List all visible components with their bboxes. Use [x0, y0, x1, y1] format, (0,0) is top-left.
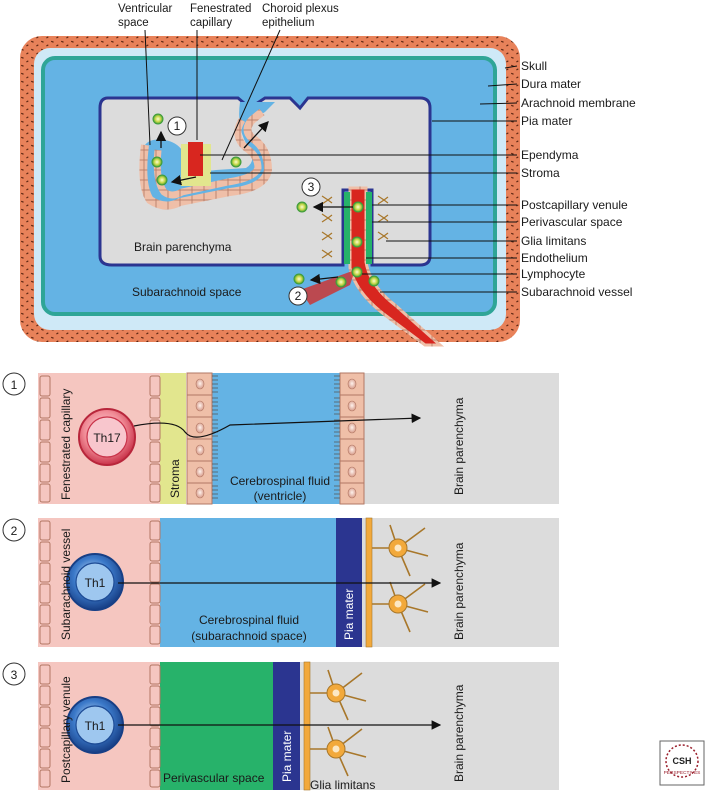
label-glia-limitans: Glia limitans — [521, 234, 586, 248]
label-ependyma: Ependyma — [521, 148, 579, 162]
panel-1-epithelium-right — [339, 372, 365, 505]
panel-1-stroma-label: Stroma — [168, 459, 182, 498]
panel-3-th1-core — [75, 705, 115, 745]
label-subarachnoid-vessel: Subarachnoid vessel — [521, 285, 632, 299]
label-choroid-line2: epithelium — [262, 17, 314, 29]
label-pia-mater: Pia mater — [521, 114, 572, 128]
panel-2: 2 Th1 Subarachnoid ves — [2, 517, 559, 648]
label-ventricular-line1: Ventricular — [118, 3, 173, 15]
label-ventricular-line2: space — [118, 17, 149, 29]
panel-3-glia-label: Glia limitans — [310, 778, 375, 792]
panel-3-pia-label: Pia mater — [280, 731, 294, 782]
panel-1-microvilli-right — [334, 375, 340, 499]
panel-1-csf-line1: Cerebrospinal fluid — [230, 474, 330, 488]
panel-3-glia-cells — [303, 661, 367, 791]
marker-1-circle — [167, 116, 187, 136]
panel-2-brain-label: Brain parenchyma — [452, 542, 466, 640]
panel-1-microvilli-left — [212, 375, 218, 499]
panel-2-th1-core — [75, 562, 115, 602]
panel-1-csf-line2: (ventricle) — [254, 489, 307, 503]
label-perivascular-space: Perivascular space — [521, 215, 623, 229]
panel-2-endothelial-cells — [39, 520, 161, 645]
panel-1: 1 — [2, 372, 559, 505]
panel-1-arrow — [133, 413, 422, 438]
panel-1-brain-label: Brain parenchyma — [452, 397, 466, 495]
brain-parenchyma-label: Brain parenchyma — [134, 240, 232, 254]
panel-1-stroma — [160, 373, 186, 504]
panel-3-perivascular-label: Perivascular space — [163, 771, 265, 785]
panel-2-csf-line2: (subarachnoid space) — [191, 629, 306, 643]
panel-1-cell-label: Th17 — [93, 431, 121, 445]
label-choroid-line1: Choroid plexus — [262, 3, 339, 15]
panel-2-cell-label: Th1 — [85, 576, 106, 590]
choroid-epithelium — [139, 108, 273, 210]
panel-3-cell-label: Th1 — [85, 719, 106, 733]
top-leader-lines — [144, 29, 281, 161]
panel-3-brain — [300, 662, 559, 790]
label-lymphocyte: Lymphocyte — [521, 267, 586, 281]
label-stroma: Stroma — [521, 166, 560, 180]
panel-3-pia — [273, 662, 300, 790]
marker-2-number: 2 — [295, 289, 302, 303]
marker-3-number: 3 — [308, 180, 315, 194]
panel-1-number: 1 — [11, 378, 18, 392]
panel-2-csf-line1: Cerebrospinal fluid — [199, 613, 299, 627]
panel-1-csf — [212, 373, 344, 504]
panel-3-perivascular — [160, 662, 274, 790]
label-fenestrated-line1: Fenestrated — [190, 3, 251, 15]
panel-2-number: 2 — [11, 524, 18, 538]
choroid-epithelium-inner — [153, 118, 262, 199]
panel-3-brain-label: Brain parenchyma — [452, 684, 466, 782]
panel-1-epithelium-left — [186, 372, 213, 505]
csh-perspectives-logo: CSH PERSPECTIVES — [659, 740, 705, 786]
label-arachnoid-membrane: Arachnoid membrane — [521, 96, 636, 110]
panel-3-vessel-label: Postcapillary venule — [59, 676, 73, 783]
right-leader-lines — [200, 65, 518, 293]
marker-1-number: 1 — [174, 119, 181, 133]
logo-line1: CSH — [672, 756, 691, 766]
marker-2-circle — [288, 286, 308, 306]
panel-3-endothelial-cells — [39, 664, 161, 788]
lymphocytes — [151, 113, 380, 288]
panel-1-brain — [344, 373, 559, 504]
label-endothelium: Endothelium — [521, 251, 588, 265]
panel-2-vessel-label: Subarachnoid vessel — [59, 529, 73, 640]
migration-arrows — [155, 121, 353, 285]
panel-3: 3 Th1 Postcapillary ve — [2, 661, 559, 792]
panel-2-number-circle — [2, 518, 26, 542]
label-fenestrated-line2: capillary — [190, 17, 232, 29]
label-dura-mater: Dura mater — [521, 77, 581, 91]
panel-1-endothelial-cells — [39, 375, 161, 503]
marker-3-circle — [301, 177, 321, 197]
panel-1-th17-core — [86, 416, 128, 458]
perivascular-strip-right — [366, 192, 372, 264]
label-postcapillary-venule: Postcapillary venule — [521, 198, 628, 212]
subarachnoid-space-label: Subarachnoid space — [132, 285, 242, 299]
panel-3-number: 3 — [11, 668, 18, 682]
glia-cells-overview — [321, 195, 389, 259]
perivascular-strip-left — [344, 192, 350, 264]
overview-diagram: 1 2 3 Brain parenchyma Subarachnoid spac… — [20, 3, 636, 347]
label-skull: Skull — [521, 59, 547, 73]
panel-1-vessel-label: Fenestrated capillary — [59, 389, 73, 500]
panel-1-number-circle — [2, 372, 26, 396]
fenestrated-capillary — [188, 142, 203, 176]
panel-2-pia-label: Pia mater — [342, 589, 356, 640]
logo-line2: PERSPECTIVES — [664, 770, 701, 776]
panel-3-number-circle — [2, 662, 26, 686]
